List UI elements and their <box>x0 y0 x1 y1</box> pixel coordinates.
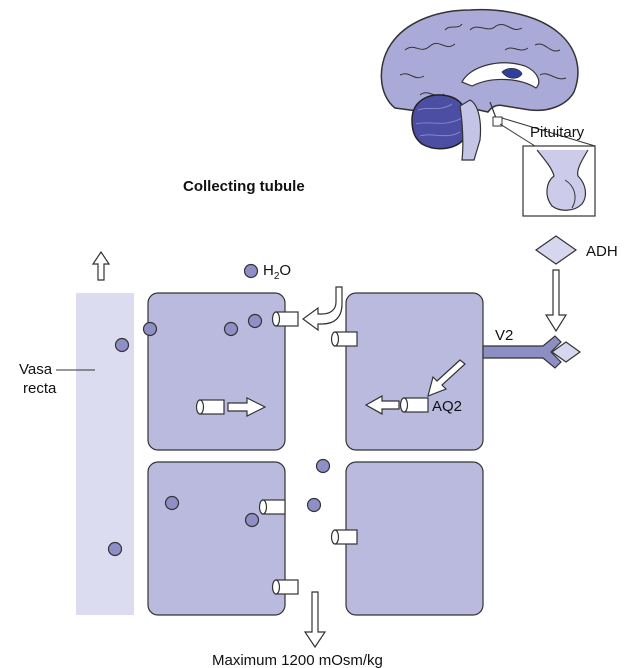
corpus-callosum <box>461 62 540 89</box>
aquaporin-channel-icon <box>195 399 225 415</box>
water-particle <box>306 497 322 513</box>
max-osmolality-unit: mOsm/kg <box>319 652 383 668</box>
pituitary-highlight-box <box>492 116 503 127</box>
brain-icon <box>380 8 596 161</box>
cell-top-left <box>147 292 286 451</box>
water-particle <box>164 495 180 511</box>
tubule-cells <box>147 292 484 616</box>
h2o-subscript: 2 <box>274 271 280 282</box>
h2o-label: H2O <box>263 262 291 282</box>
aquaporin-channel-icon <box>271 579 299 595</box>
h2o-o: O <box>279 262 291 279</box>
cell-bottom-left <box>147 461 286 616</box>
v2-receptor-icon <box>482 335 562 369</box>
vasa-recta-label-line1: Vasa <box>19 361 53 378</box>
water-particle <box>107 541 123 557</box>
cell-top-right <box>345 292 484 451</box>
channel-move-right-arrow-icon <box>227 397 267 417</box>
water-particle <box>315 458 331 474</box>
max-osmolality-label: Maximum 1200 mOsm/kg <box>212 652 383 668</box>
water-particle <box>244 512 260 528</box>
vasa-recta-up-arrow <box>91 250 111 281</box>
channel-insert-left-arrow-icon <box>364 394 400 416</box>
cerebellum <box>411 94 469 150</box>
aq2-label: AQ2 <box>432 398 462 415</box>
h2o-h: H <box>263 262 274 279</box>
diagram-title: Collecting tubule <box>183 178 305 195</box>
cell-bottom-right <box>345 461 484 616</box>
pituitary-inset <box>522 145 596 217</box>
water-particle <box>114 337 130 353</box>
aquaporin-channel-icon <box>330 529 358 545</box>
cerebrum <box>380 8 579 114</box>
aquaporin-channel-icon <box>258 499 286 515</box>
adh-label: ADH <box>586 243 618 260</box>
adh-diamond-icon <box>534 235 578 265</box>
brainstem <box>459 99 482 161</box>
adh-bound-diamond-icon <box>550 341 582 363</box>
basolateral-out-arrow-icon <box>303 591 327 649</box>
water-particle <box>142 321 158 337</box>
aquaporin-channel-icon <box>271 311 299 327</box>
max-osmolality-value: Maximum 1200 <box>212 652 315 668</box>
ventricle <box>501 68 523 79</box>
vasa-recta-label-line2: recta <box>23 380 57 397</box>
water-particle <box>223 321 239 337</box>
adh-down-arrow-icon <box>544 269 568 333</box>
aquaporin-channels <box>195 311 429 595</box>
v2-label: V2 <box>495 327 513 344</box>
pituitary-label: Pituitary <box>530 124 585 141</box>
water-particles <box>107 263 331 557</box>
arrows <box>227 269 568 649</box>
receptor-signal-arrow-icon <box>427 359 466 397</box>
water-entry-arrow-icon <box>301 286 343 332</box>
water-particle <box>243 263 259 279</box>
water-particle <box>247 313 263 329</box>
aquaporin-channel-icon <box>330 331 358 347</box>
aquaporin-channel-icon <box>399 397 429 413</box>
